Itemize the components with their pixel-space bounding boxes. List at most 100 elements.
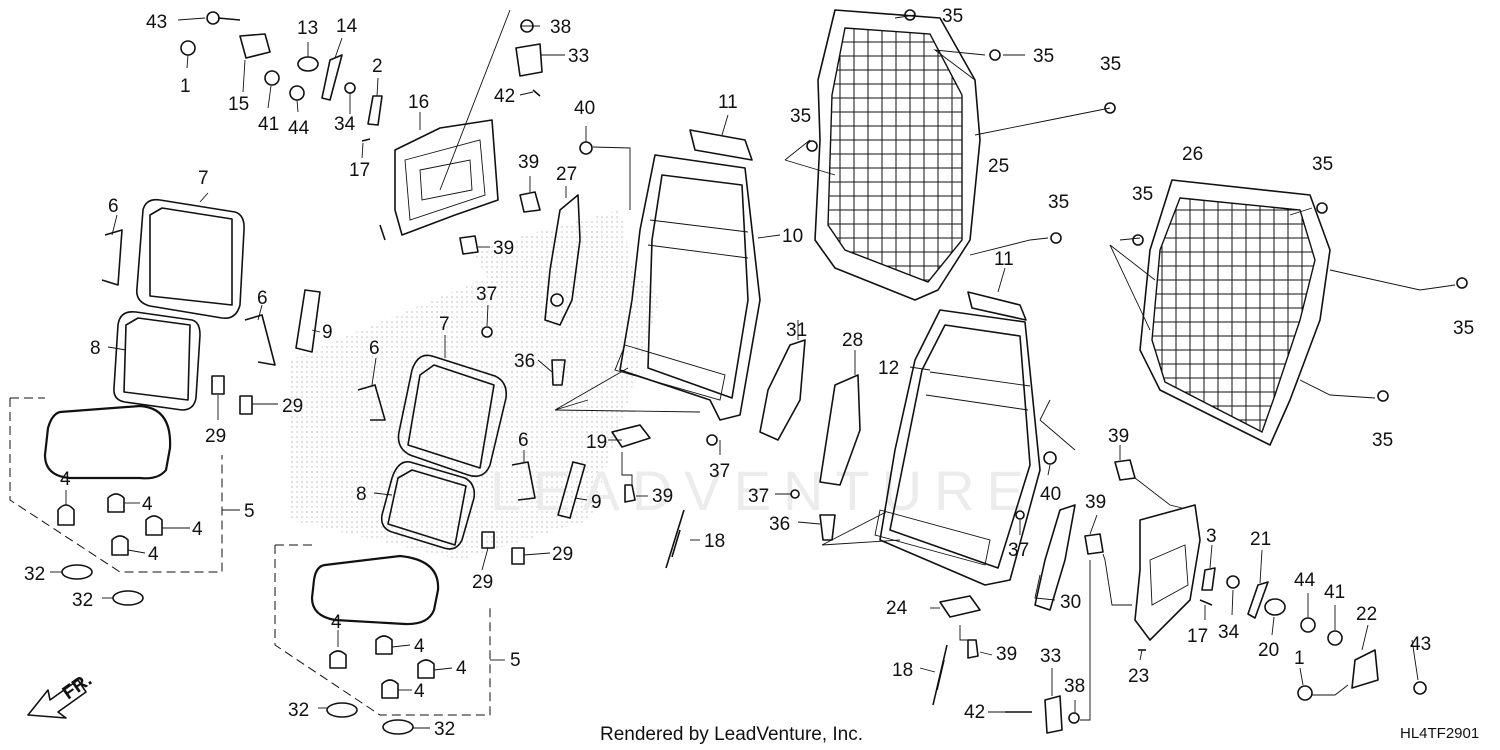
callout-6: 6 <box>369 338 380 359</box>
callout-6: 6 <box>257 288 268 309</box>
callout-38: 38 <box>550 17 571 38</box>
callout-31: 31 <box>786 320 807 341</box>
callout-36: 36 <box>769 514 790 535</box>
callout-24: 24 <box>886 598 908 619</box>
callout-40: 40 <box>1040 484 1061 505</box>
callout-27: 27 <box>556 164 577 185</box>
callout-17: 17 <box>349 160 370 181</box>
right-hardware <box>1084 459 1427 701</box>
callout-10: 10 <box>782 226 803 247</box>
callout-35: 35 <box>1048 192 1069 213</box>
part-10-seatback-frame <box>614 154 761 421</box>
callout-4: 4 <box>148 544 159 565</box>
callout-41: 41 <box>258 114 279 135</box>
callout-43: 43 <box>146 12 167 33</box>
callout-23: 23 <box>1128 666 1149 687</box>
callout-44: 44 <box>288 118 310 139</box>
clip-33-group <box>515 19 543 97</box>
callout-35: 35 <box>1033 46 1054 67</box>
callout-39: 39 <box>652 486 673 507</box>
callout-29: 29 <box>552 544 573 565</box>
shadow-stipple <box>290 210 660 560</box>
callout-8: 8 <box>90 338 101 359</box>
callout-7: 7 <box>198 168 209 189</box>
callout-42: 42 <box>494 86 515 107</box>
callout-25: 25 <box>988 156 1009 177</box>
callout-39: 39 <box>1085 492 1106 513</box>
part-16-bracket <box>379 119 499 241</box>
callout-41: 41 <box>1324 582 1345 603</box>
callout-12: 12 <box>878 358 899 379</box>
callout-6: 6 <box>518 430 529 451</box>
callout-3: 3 <box>1206 526 1217 547</box>
callout-34: 34 <box>334 114 356 135</box>
front-direction-arrow: FR. <box>27 669 96 719</box>
callout-44: 44 <box>1294 570 1316 591</box>
callout-29: 29 <box>205 426 226 447</box>
diagram-code: HL4TF2901 <box>1400 725 1479 742</box>
callout-11: 11 <box>718 92 738 113</box>
callout-1: 1 <box>1294 648 1305 669</box>
callout-6: 6 <box>108 196 119 217</box>
callout-36: 36 <box>514 351 535 372</box>
callout-5: 5 <box>510 650 521 671</box>
callout-labels: 43 1 15 41 44 13 14 34 2 16 17 38 33 42 … <box>24 6 1474 740</box>
callout-40: 40 <box>574 98 595 119</box>
part-27-hinge-cover <box>544 194 581 326</box>
left-seat-group <box>9 198 321 606</box>
callout-9: 9 <box>591 492 602 513</box>
leader-lines <box>50 9 1419 729</box>
callout-1: 1 <box>180 76 191 97</box>
part-11-strip-upper <box>689 129 753 161</box>
callout-18: 18 <box>704 531 725 552</box>
callout-37: 37 <box>1008 540 1029 561</box>
callout-35: 35 <box>1312 154 1333 175</box>
callout-42: 42 <box>964 702 985 723</box>
callout-39: 39 <box>493 238 514 259</box>
callout-29: 29 <box>472 572 493 593</box>
callout-11: 11 <box>994 249 1014 270</box>
bolt-35-leaders <box>784 14 1456 399</box>
callout-37: 37 <box>476 284 497 305</box>
callout-22: 22 <box>1356 604 1377 625</box>
callout-14: 14 <box>336 16 358 37</box>
bolt-35-icons <box>806 9 1468 402</box>
footer-rendered-by: Rendered by LeadVenture, Inc. <box>600 724 863 745</box>
callout-4: 4 <box>142 494 153 515</box>
callout-39: 39 <box>996 644 1017 665</box>
callout-18: 18 <box>892 660 913 681</box>
callout-32: 32 <box>72 590 93 611</box>
callout-32: 32 <box>288 700 309 721</box>
callout-38: 38 <box>1064 676 1085 697</box>
callout-8: 8 <box>356 484 367 505</box>
callout-35: 35 <box>1372 430 1393 451</box>
middle-seat-group <box>274 326 685 735</box>
callout-2: 2 <box>372 56 383 77</box>
callout-4: 4 <box>414 681 425 702</box>
callout-5: 5 <box>244 501 255 522</box>
callout-35: 35 <box>1453 318 1474 339</box>
callout-4: 4 <box>331 612 342 633</box>
callout-43: 43 <box>1410 634 1431 655</box>
callout-37: 37 <box>748 486 769 507</box>
callout-35: 35 <box>1132 184 1153 205</box>
callout-4: 4 <box>192 519 203 540</box>
callout-19: 19 <box>586 432 607 453</box>
callout-4: 4 <box>456 658 467 679</box>
callout-28: 28 <box>842 330 863 351</box>
callout-21: 21 <box>1250 529 1271 550</box>
callout-16: 16 <box>408 92 429 113</box>
callout-30: 30 <box>1060 592 1081 613</box>
callout-7: 7 <box>439 314 450 335</box>
callout-9: 9 <box>322 322 333 343</box>
callout-33: 33 <box>1040 646 1061 667</box>
callout-35: 35 <box>790 106 811 127</box>
callout-35: 35 <box>1100 54 1121 75</box>
callout-20: 20 <box>1258 640 1279 661</box>
callout-15: 15 <box>228 94 249 115</box>
part-25-back-panel <box>814 9 981 301</box>
callout-33: 33 <box>568 46 589 67</box>
callout-39: 39 <box>1108 426 1129 447</box>
callout-37: 37 <box>709 461 730 482</box>
